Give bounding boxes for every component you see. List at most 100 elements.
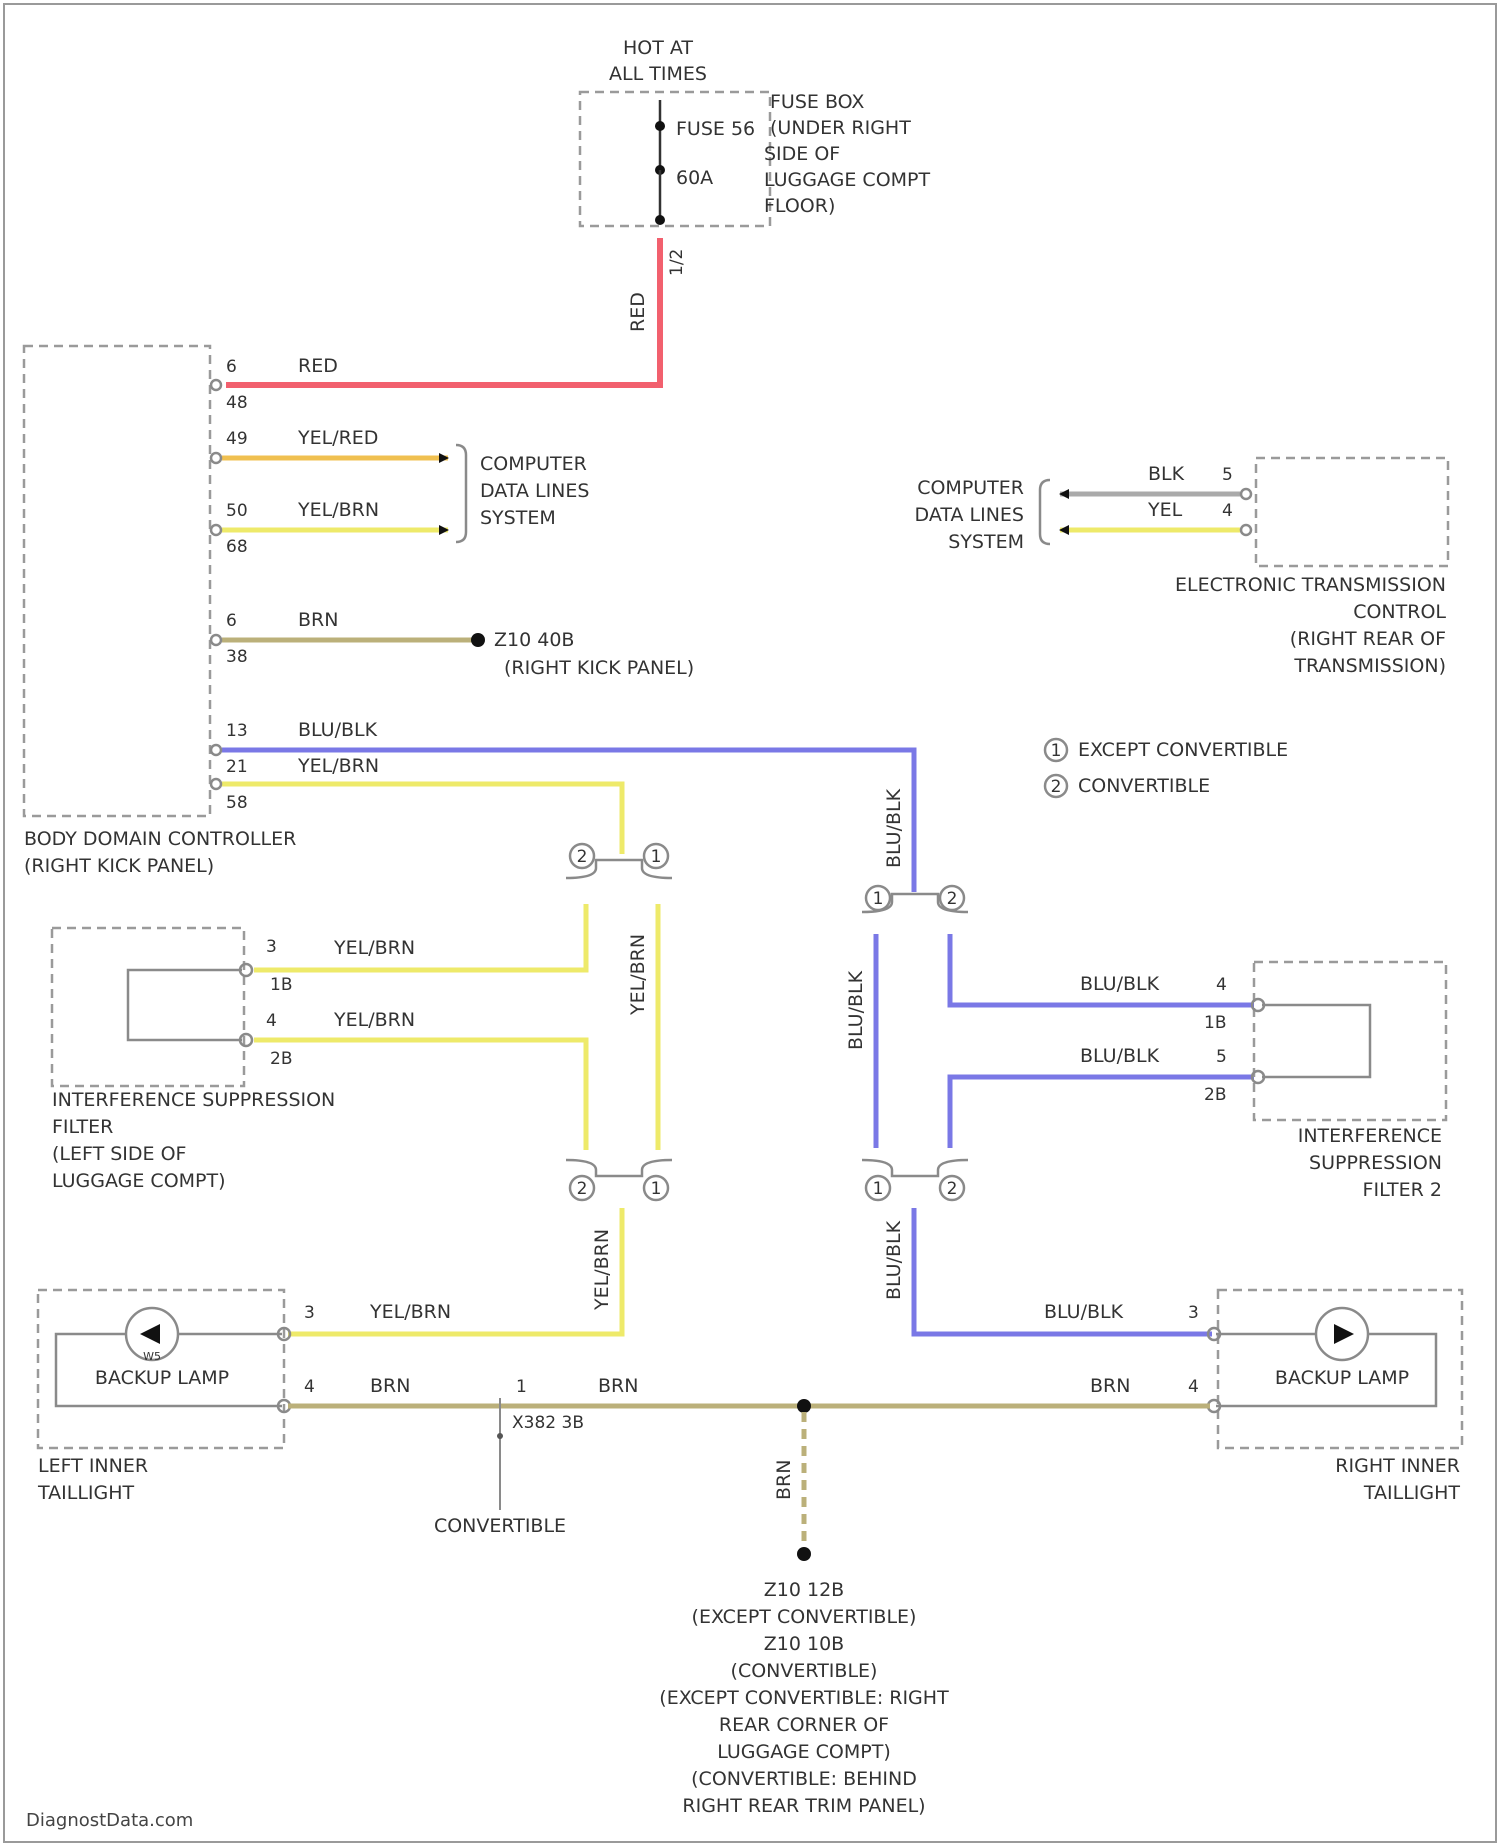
filter2-name: SUPPRESSION [1309, 1152, 1442, 1174]
filter-left-name: FILTER [52, 1116, 113, 1138]
ground-location: LUGGAGE COMPT) [717, 1741, 891, 1763]
computer-lines-label: DATA LINES [480, 480, 589, 502]
filter2-name: FILTER 2 [1363, 1179, 1442, 1201]
wire-color-label: BLU/BLK [298, 719, 378, 741]
taillight-pin-number: 3 [1188, 1303, 1199, 1323]
wire-color-label: BLU/BLK [883, 1220, 905, 1300]
wire-color-label: BRN [1090, 1375, 1130, 1397]
wire-color-label: RED [298, 355, 338, 377]
wire-color-label: YEL/RED [297, 427, 378, 449]
splice-bracket [566, 1160, 672, 1176]
filter2-outline [1254, 962, 1446, 1120]
yel-brn-filter-wire-a [254, 904, 586, 970]
etc-outline [1256, 458, 1448, 566]
computer-lines-label: SYSTEM [948, 531, 1024, 553]
ground-note: (EXCEPT CONVERTIBLE) [692, 1606, 917, 1628]
bdc-connector: 68 [226, 537, 248, 557]
filter-connector: 2B [1204, 1085, 1226, 1105]
hot-at-label: HOT AT [623, 37, 693, 59]
all-times-label: ALL TIMES [609, 63, 707, 85]
computer-lines-label: COMPUTER [917, 477, 1024, 499]
wire-color-label: BRN [598, 1375, 638, 1397]
ground-location-label: (RIGHT KICK PANEL) [504, 657, 694, 679]
red-wire [226, 238, 660, 385]
bdc-pin-number: 6 [226, 611, 237, 631]
fuse-amps-label: 60A [676, 167, 713, 189]
right-inner-taillight: BACKUP LAMP BLU/BLK 3 BRN 4 RIGHT INNER … [1044, 1290, 1462, 1504]
bdc-terminal [211, 525, 221, 535]
fuse-id-label: FUSE 56 [676, 118, 755, 140]
legend-label: EXCEPT CONVERTIBLE [1078, 739, 1288, 761]
ground-point [471, 633, 485, 647]
bdc-outline [24, 346, 210, 816]
wire-color-label: YEL/BRN [297, 755, 379, 777]
red-wire-label: RED [627, 292, 649, 332]
filter-left-outline [52, 928, 244, 1086]
bdc-connector: 58 [226, 793, 248, 813]
legend-symbol-number: 1 [1051, 741, 1062, 761]
convertible-note: CONVERTIBLE [434, 1515, 566, 1537]
fuse-node [655, 121, 665, 131]
taillight-pin-number: 3 [304, 1303, 315, 1323]
splice-number: 2 [577, 1179, 588, 1199]
filter-pin-number: 3 [266, 937, 277, 957]
etc-name: ELECTRONIC TRANSMISSION [1175, 574, 1446, 596]
filter-pin-number: 4 [1216, 975, 1227, 995]
main-ground-label: Z10 12B (EXCEPT CONVERTIBLE) Z10 10B (CO… [659, 1579, 949, 1817]
ground-location: (EXCEPT CONVERTIBLE: RIGHT [659, 1687, 949, 1709]
wire-color-label: BRN [773, 1460, 795, 1500]
splice-number: 2 [947, 1179, 958, 1199]
fuse-box-loc: SIDE OF [764, 143, 840, 165]
etc-data-lines-bracket [1040, 480, 1050, 544]
ground-id-label: Z10 40B [494, 629, 574, 651]
left-taillight-name: LEFT INNER [38, 1455, 148, 1477]
filter-left-name: INTERFERENCE SUPPRESSION [52, 1089, 335, 1111]
ground-location: REAR CORNER OF [719, 1714, 889, 1736]
fuse-node [655, 215, 665, 225]
connector-id-label: X382 3B [512, 1413, 584, 1433]
splice-point [797, 1399, 811, 1413]
wire-color-label: YEL [1147, 499, 1183, 521]
left-inner-taillight: W5 BACKUP LAMP 3 YEL/BRN 4 BRN LEFT INNE… [37, 1290, 451, 1504]
fuse-output-pin: 1/2 [667, 249, 687, 276]
left-taillight-name: TAILLIGHT [37, 1482, 135, 1504]
watermark: DiagnostData.com [26, 1810, 193, 1831]
wire-color-label: BLU/BLK [1044, 1301, 1124, 1323]
bdc-name: BODY DOMAIN CONTROLLER [24, 828, 296, 850]
splice-number: 1 [651, 847, 662, 867]
yellow-upper-splice: 2 1 [566, 844, 672, 878]
legend-symbol-number: 2 [1051, 777, 1062, 797]
wire-color-label: YEL/BRN [591, 1229, 613, 1311]
filter2-loop [1262, 1005, 1370, 1077]
fuse-box: HOT AT ALL TIMES FUSE 56 60A FUSE BOX (U… [580, 37, 930, 276]
body-domain-controller: BODY DOMAIN CONTROLLER (RIGHT KICK PANEL… [24, 346, 379, 877]
filter-left-loop [128, 970, 242, 1040]
ground-location: (CONVERTIBLE: BEHIND [691, 1768, 917, 1790]
etc-terminal [1241, 489, 1251, 499]
fuse-box-loc: FLOOR) [764, 195, 835, 217]
computer-lines-label: SYSTEM [480, 507, 556, 529]
splice-number: 1 [873, 1179, 884, 1199]
backup-lamp-label: BACKUP LAMP [1275, 1367, 1409, 1389]
bdc-terminal [211, 380, 221, 390]
interference-filter-2: BLU/BLK 4 1B BLU/BLK 5 2B INTERFERENCE S… [1080, 962, 1446, 1201]
wire-color-label: BLK [1148, 463, 1185, 485]
computer-data-lines-right: COMPUTER DATA LINES SYSTEM [915, 477, 1024, 553]
wire-color-label: YEL/BRN [297, 499, 379, 521]
ground-id-label: Z10 12B [764, 1579, 844, 1601]
bdc-connector: 48 [226, 393, 248, 413]
bdc-location: (RIGHT KICK PANEL) [24, 855, 214, 877]
wire-color-label: YEL/BRN [369, 1301, 451, 1323]
filter2-name: INTERFERENCE [1298, 1125, 1442, 1147]
filter-left-location: (LEFT SIDE OF [52, 1143, 186, 1165]
yel-brn-taillight-wire [288, 1208, 622, 1334]
filter-connector: 1B [1204, 1013, 1226, 1033]
legend: 1 EXCEPT CONVERTIBLE 2 CONVERTIBLE [1045, 739, 1288, 797]
bdc-pin-number: 13 [226, 721, 248, 741]
bdc-pin-number: 49 [226, 429, 248, 449]
bulb-number: W5 [143, 1350, 161, 1363]
bdc-terminal [211, 453, 221, 463]
etc-pin-number: 5 [1222, 465, 1233, 485]
etc-location: (RIGHT REAR OF [1290, 628, 1446, 650]
